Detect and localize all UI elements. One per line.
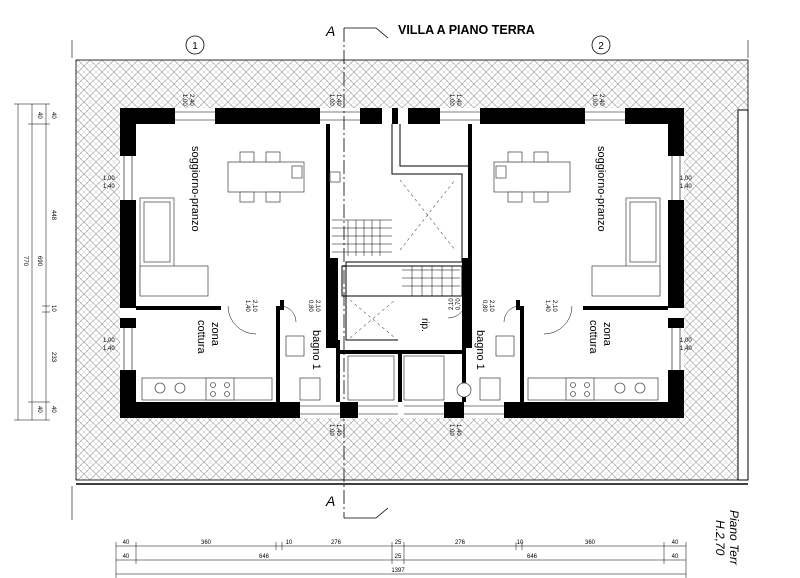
stair-treads — [332, 219, 460, 296]
bottom-dimension-labels: 40 360 10 276 25 276 10 360 40 40 646 25… — [123, 540, 679, 574]
opening-label: 1,00 — [448, 424, 454, 436]
dim-left: 233 — [50, 352, 56, 363]
dim-left: 10 — [50, 305, 56, 312]
room-label-kitchen-right-2: cottura — [587, 320, 599, 355]
room-label-kitchen-right-1: zona — [601, 322, 613, 347]
plan-title: VILLA A PIANO TERRA — [398, 23, 535, 37]
level-note-1: Piano Terr — [727, 510, 741, 566]
opening-label: 1,40 — [544, 300, 550, 312]
unit-marker-2-label: 2 — [598, 41, 604, 52]
opening-label: 1,00 — [103, 176, 115, 182]
room-label-bath-right: bagno 1 — [474, 330, 486, 370]
dim-bottom: 40 — [672, 540, 679, 546]
stair-core — [341, 124, 470, 341]
furniture-right — [403, 151, 661, 401]
opening-label: 2,40 — [598, 94, 604, 106]
opening-label: 1,40 — [244, 300, 250, 312]
opening-label: 1,00 — [103, 338, 115, 344]
dim-left: 448 — [50, 210, 56, 221]
furniture-left — [139, 151, 395, 401]
opening-label: 2,10 — [488, 300, 494, 312]
opening-label: 2,10 — [251, 300, 257, 312]
dim-bottom: 10 — [286, 540, 293, 546]
left-dimension-labels: 40 448 10 233 40 40 690 40 770 — [22, 112, 56, 413]
door-swings — [227, 299, 573, 335]
section-mark-top: A — [325, 23, 335, 39]
room-label-bath-left: bagno 1 — [310, 330, 322, 370]
opening-label: 1,40 — [335, 94, 341, 106]
opening-label: 0,80 — [481, 300, 487, 312]
dim-bottom: 25 — [395, 540, 402, 546]
opening-label: 1,40 — [335, 424, 341, 436]
bottom-dimension-lines — [115, 542, 687, 578]
room-label-kitchen-left-2: cottura — [195, 320, 207, 355]
dim-bottom: 360 — [201, 540, 212, 546]
opening-label: 0,80 — [307, 300, 313, 312]
opening-label: 1,40 — [680, 184, 692, 190]
section-line — [343, 27, 389, 519]
dim-bottom: 10 — [517, 540, 524, 546]
dim-bottom: 25 — [395, 554, 402, 560]
opening-label: 1,00 — [448, 94, 454, 106]
walls — [120, 108, 684, 418]
dim-left-total-770: 770 — [22, 256, 28, 267]
opening-label: 2,10 — [314, 300, 320, 312]
section-mark-bottom: A — [325, 493, 335, 509]
opening-label: 1,40 — [680, 346, 692, 352]
unit-marker-1: 1 — [185, 35, 205, 55]
opening-label: 1,40 — [103, 346, 115, 352]
dim-bottom: 276 — [331, 540, 342, 546]
dim-bottom: 360 — [585, 540, 596, 546]
dim-left: 40 — [36, 406, 42, 413]
opening-label: 2,10 — [551, 300, 557, 312]
dim-bottom: 276 — [455, 540, 466, 546]
opening-label: 1,40 — [103, 184, 115, 190]
dim-bottom: 646 — [259, 554, 270, 560]
dim-left-total-690: 690 — [36, 256, 42, 267]
opening-label: 1,00 — [181, 94, 187, 106]
dim-left: 40 — [50, 112, 56, 119]
dim-bottom: 40 — [123, 540, 130, 546]
opening-label: 2,40 — [188, 94, 194, 106]
dim-bottom: 646 — [527, 554, 538, 560]
unit-marker-2: 2 — [591, 35, 611, 55]
room-label-kitchen-left-1: zona — [209, 322, 221, 347]
boundary-wall-right — [737, 109, 749, 481]
opening-label: 1,00 — [328, 94, 334, 106]
opening-annotations: 1,00 2,40 1,00 1,40 1,00 1,40 1,00 2,40 … — [103, 94, 692, 436]
dim-bottom: 40 — [672, 554, 679, 560]
opening-label: 0,70 — [456, 298, 462, 310]
dim-left: 40 — [36, 112, 42, 119]
room-label-living-left: soggiorno-pranzo — [189, 146, 201, 232]
frame-ticks — [71, 40, 749, 520]
opening-label: 1,00 — [680, 338, 692, 344]
unit-marker-1-label: 1 — [192, 41, 198, 52]
room-label-storage: rip. — [419, 318, 430, 332]
opening-label: 2,10 — [449, 298, 455, 310]
left-dimension-lines — [14, 103, 50, 421]
window-openings — [123, 111, 681, 415]
stair-hidden-lines — [349, 179, 456, 339]
dim-bottom: 40 — [123, 554, 130, 560]
level-note-2: H.2,70 — [713, 520, 727, 556]
opening-label: 1,40 — [455, 424, 461, 436]
opening-label: 1,00 — [680, 176, 692, 182]
opening-label: 1,40 — [455, 94, 461, 106]
opening-label: 1,00 — [591, 94, 597, 106]
dim-bottom-total: 1397 — [391, 568, 405, 574]
room-label-living-right: soggiorno-pranzo — [595, 146, 607, 232]
dim-left: 40 — [50, 406, 56, 413]
opening-label: 1,00 — [328, 424, 334, 436]
